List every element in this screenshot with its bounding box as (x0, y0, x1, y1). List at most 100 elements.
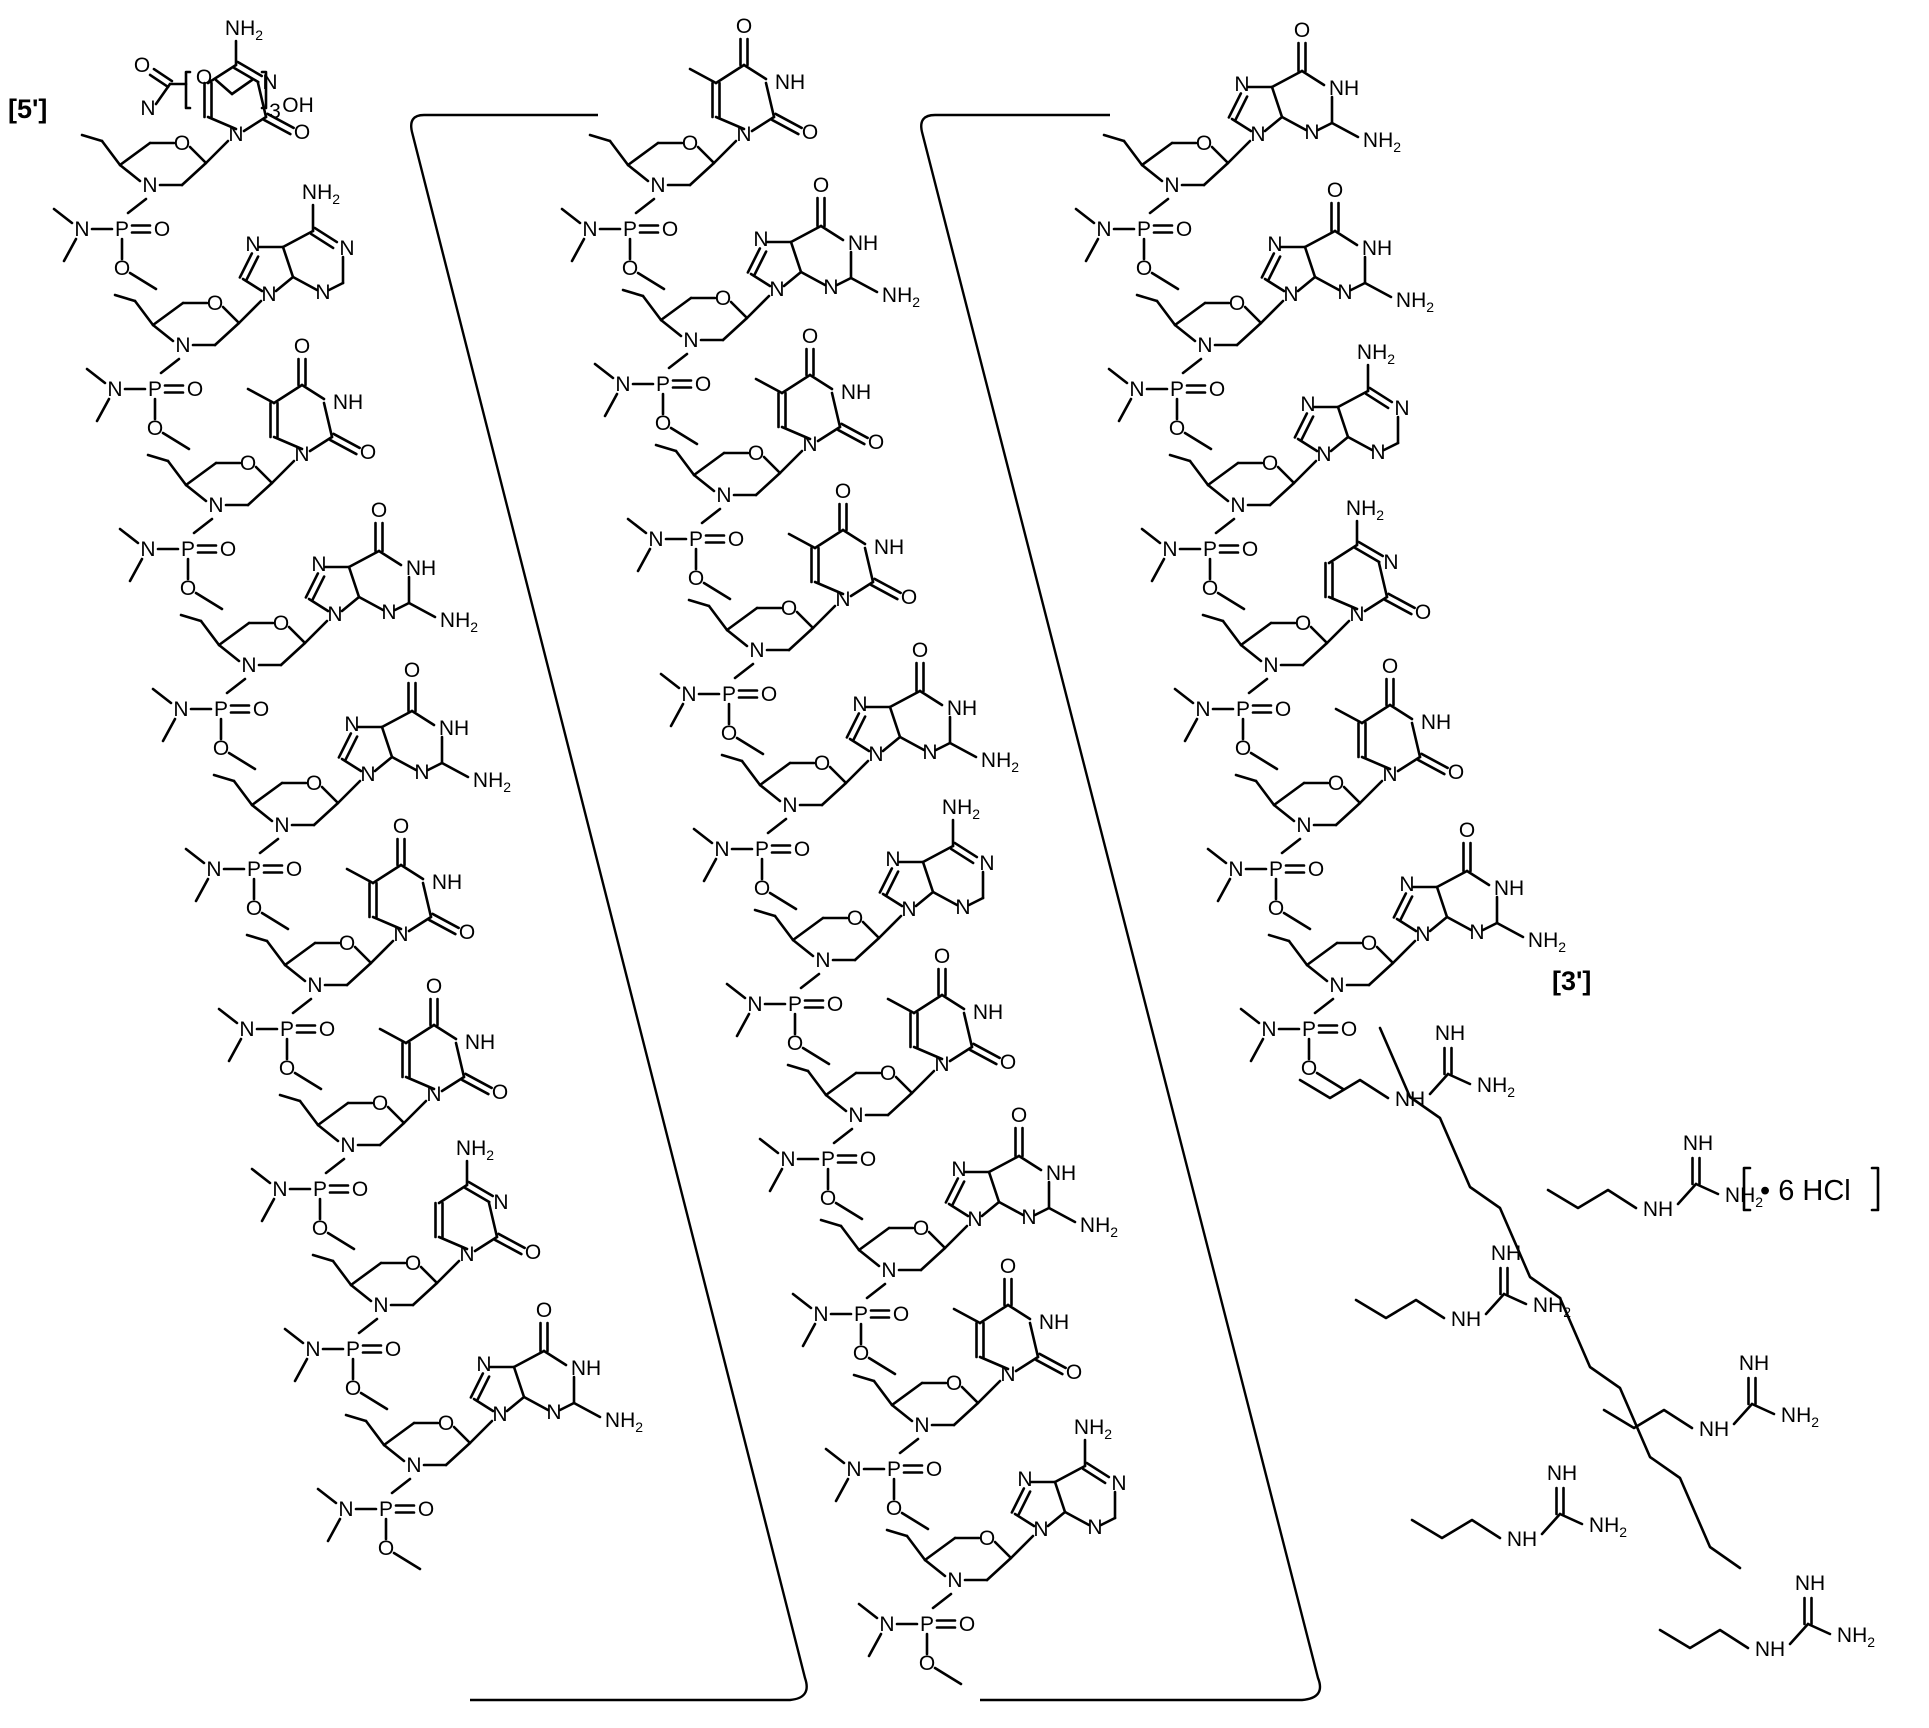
methyl-bond (1076, 209, 1094, 223)
bond (128, 199, 146, 213)
morpholino-subunit: ONNONHOPONO (760, 945, 1016, 1219)
bond (888, 1093, 912, 1115)
nucleobase-g: NNNNHONH2 (1262, 179, 1434, 315)
dimethylamino-nitrogen: N (1129, 378, 1144, 401)
bond (1150, 199, 1168, 213)
phosphorus: P (1170, 378, 1184, 401)
amino-group: NH2 (440, 609, 478, 635)
bond (293, 277, 317, 290)
carbonyl-oxygen: O (294, 335, 310, 358)
phosphorus: P (920, 1613, 934, 1636)
bond (855, 938, 879, 960)
carbonyl-oxygen: O (1327, 179, 1343, 202)
morpholino-subunit: ONNNNNHONH2PONO (1109, 179, 1434, 449)
dimethylamino-nitrogen: N (582, 218, 597, 241)
bond (722, 755, 742, 761)
bond (333, 1261, 351, 1285)
bond (1398, 757, 1420, 771)
ring-nitrogen: N (1111, 1472, 1126, 1495)
ring-nitrogen: N (261, 283, 276, 306)
bond (349, 567, 359, 597)
ring-nitrogen: N (311, 553, 326, 576)
bond (1055, 1482, 1065, 1512)
carbonyl-oxygen: O (1294, 19, 1310, 42)
bond (371, 941, 393, 963)
linker-oxygen: O (886, 1497, 902, 1520)
bond (347, 963, 371, 985)
bond (102, 141, 120, 165)
carbonyl-oxygen: O (934, 945, 950, 968)
ring-oxygen: O (814, 752, 830, 775)
double-bond (842, 424, 868, 438)
bond (283, 247, 293, 277)
methyl-bond (347, 869, 373, 883)
phosphoryl-oxygen: O (1308, 858, 1324, 881)
piperazine-nitrogen: N (140, 97, 155, 120)
bond (1142, 143, 1172, 165)
methyl-bond (295, 1359, 307, 1381)
bond (689, 600, 709, 606)
morpholino-subunit: ONNONHOPONO (826, 1255, 1082, 1529)
bond (349, 551, 379, 567)
bond (879, 916, 901, 938)
bond (1185, 433, 1211, 449)
ring-nitrogen: N (476, 1353, 491, 1376)
ring-oxygen: O (1361, 932, 1377, 955)
morpholino-subunit: ONNONHOPONO (661, 480, 917, 754)
bond (747, 296, 769, 318)
nucleobase-a: NNNNNH2 (1012, 1416, 1127, 1541)
ring-nitrogen: N (852, 693, 867, 716)
carbonyl-oxygen: O (1000, 1051, 1016, 1074)
carbonyl-oxygen: O (1448, 761, 1464, 784)
phosphoryl-oxygen: O (860, 1148, 876, 1171)
bond (289, 627, 305, 643)
bond (120, 165, 140, 181)
bond (714, 141, 736, 163)
bond (1223, 621, 1241, 645)
bond (709, 606, 727, 630)
ring-nitrogen: N (1283, 283, 1298, 306)
bond (1218, 593, 1244, 609)
bond (801, 974, 819, 988)
double-bond (772, 120, 798, 134)
bond (281, 643, 305, 665)
bond (1307, 943, 1337, 965)
bond (1338, 391, 1368, 407)
phosphoryl-oxygen: O (662, 218, 678, 241)
bond (661, 320, 681, 336)
bond (590, 135, 610, 141)
double-bond (970, 1050, 996, 1064)
bond (902, 1513, 928, 1529)
peg-cap: NOO3OH (134, 54, 314, 123)
methyl-bond (252, 1169, 270, 1183)
amino-group: NH2 (1528, 929, 1566, 955)
phosphoryl-oxygen: O (352, 1178, 368, 1201)
phosphorus: P (148, 378, 162, 401)
bond (216, 80, 232, 94)
imine-nh: NH (1362, 237, 1392, 260)
ring-nitrogen: N (1000, 1363, 1015, 1386)
methyl-bond (1241, 1009, 1259, 1023)
bond (196, 593, 222, 609)
bond (1696, 1184, 1718, 1194)
methyl-bond (1142, 529, 1160, 543)
guanidine-group: NHNHNH2 (1356, 1242, 1571, 1331)
bond (936, 743, 950, 750)
bond (428, 763, 442, 770)
ring-nitrogen: N (947, 1569, 962, 1592)
side-chain (1660, 1630, 1748, 1648)
bond (394, 1553, 420, 1569)
double-bond (1385, 600, 1411, 614)
bond (995, 1542, 1011, 1558)
methyl-bond (954, 1309, 980, 1323)
bond (1305, 231, 1335, 247)
bond (380, 1123, 404, 1145)
nucleobase-a: NNNNNH2 (880, 796, 995, 921)
phosphoryl-oxygen: O (154, 218, 170, 241)
bond (925, 1538, 955, 1560)
bond (283, 231, 313, 247)
bond (1305, 247, 1315, 277)
bond (1157, 301, 1175, 325)
ring-nitrogen: N (1017, 1468, 1032, 1491)
